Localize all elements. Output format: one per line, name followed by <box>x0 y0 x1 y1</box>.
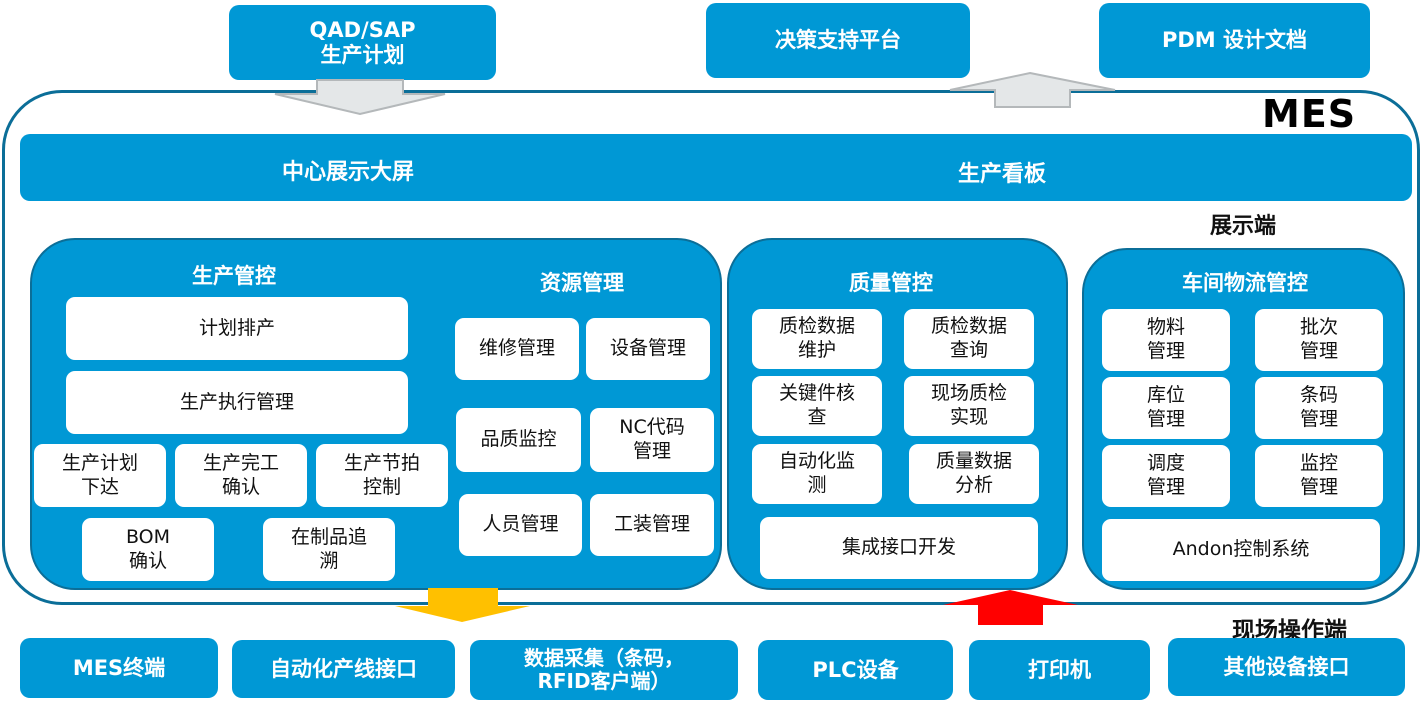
logistics-item: 条码 管理 <box>1255 377 1383 439</box>
logistics-item: 物料 管理 <box>1102 309 1230 371</box>
automation-line-box: 自动化产线接口 <box>232 640 455 698</box>
arrow-down-yellow-icon <box>395 588 530 622</box>
qad-sap-plan-box: QAD/SAP 生产计划 <box>229 5 496 80</box>
arrow-up-red-icon <box>943 590 1078 625</box>
quality-item: 自动化监 测 <box>752 444 882 504</box>
production-item: BOM 确认 <box>82 518 214 581</box>
production-item: 生产节拍 控制 <box>316 444 448 507</box>
pdm-docs-box: PDM 设计文档 <box>1099 3 1370 78</box>
quality-item: 质检数据 查询 <box>904 309 1034 369</box>
quality-item: 质检数据 维护 <box>752 309 882 369</box>
data-collection-box: 数据采集（条码， RFID客户端） <box>470 640 738 700</box>
resource-item: NC代码 管理 <box>590 408 714 472</box>
production-item: 生产完工 确认 <box>175 444 307 507</box>
arrow-down-grey-icon <box>274 79 446 116</box>
production-item: 在制品追 溯 <box>263 518 395 581</box>
logistics-item: Andon控制系统 <box>1102 519 1380 581</box>
quality-item: 关键件核 查 <box>752 376 882 436</box>
production-title: 生产管控 <box>192 264 276 288</box>
resource-item: 人员管理 <box>459 494 582 556</box>
logistics-item: 库位 管理 <box>1102 377 1230 439</box>
other-devices-box: 其他设备接口 <box>1168 638 1405 696</box>
printer-box: 打印机 <box>969 640 1150 700</box>
resources-title: 资源管理 <box>540 271 624 295</box>
central-screen-label: 中心展示大屏 <box>282 160 415 185</box>
logistics-item: 监控 管理 <box>1255 445 1383 507</box>
quality-item: 现场质检 实现 <box>904 376 1034 436</box>
production-board-label: 生产看板 <box>958 162 1047 187</box>
decision-support-box: 决策支持平台 <box>706 3 970 78</box>
display-end-label: 展示端 <box>1210 214 1277 239</box>
production-item: 生产计划 下达 <box>34 444 166 507</box>
logistics-item: 批次 管理 <box>1255 309 1383 371</box>
production-resource-panel: 生产管控 资源管理 计划排产 生产执行管理 生产计划 下达 生产完工 确认 生产… <box>30 238 722 590</box>
mes-label: MES <box>1262 92 1357 136</box>
resource-item: 品质监控 <box>456 408 581 472</box>
plc-box: PLC设备 <box>758 640 953 700</box>
quality-item: 质量数据 分析 <box>909 444 1039 504</box>
quality-title: 质量管控 <box>849 271 933 295</box>
quality-item: 集成接口开发 <box>760 517 1038 579</box>
mes-terminal-box: MES终端 <box>20 638 218 698</box>
logistics-panel: 车间物流管控 物料 管理 批次 管理 库位 管理 条码 管理 调度 管理 监控 … <box>1082 248 1405 590</box>
production-item: 计划排产 <box>66 297 408 360</box>
mes-frame <box>2 90 1420 605</box>
arrow-up-grey-icon <box>949 71 1116 108</box>
logistics-title: 车间物流管控 <box>1182 271 1308 295</box>
logistics-item: 调度 管理 <box>1102 445 1230 507</box>
resource-item: 设备管理 <box>586 318 710 380</box>
quality-panel: 质量管控 质检数据 维护 质检数据 查询 关键件核 查 现场质检 实现 自动化监… <box>727 238 1068 590</box>
resource-item: 工装管理 <box>590 494 714 556</box>
display-bar: 中心展示大屏 生产看板 <box>20 134 1412 201</box>
resource-item: 维修管理 <box>455 318 579 380</box>
production-item: 生产执行管理 <box>66 371 408 434</box>
